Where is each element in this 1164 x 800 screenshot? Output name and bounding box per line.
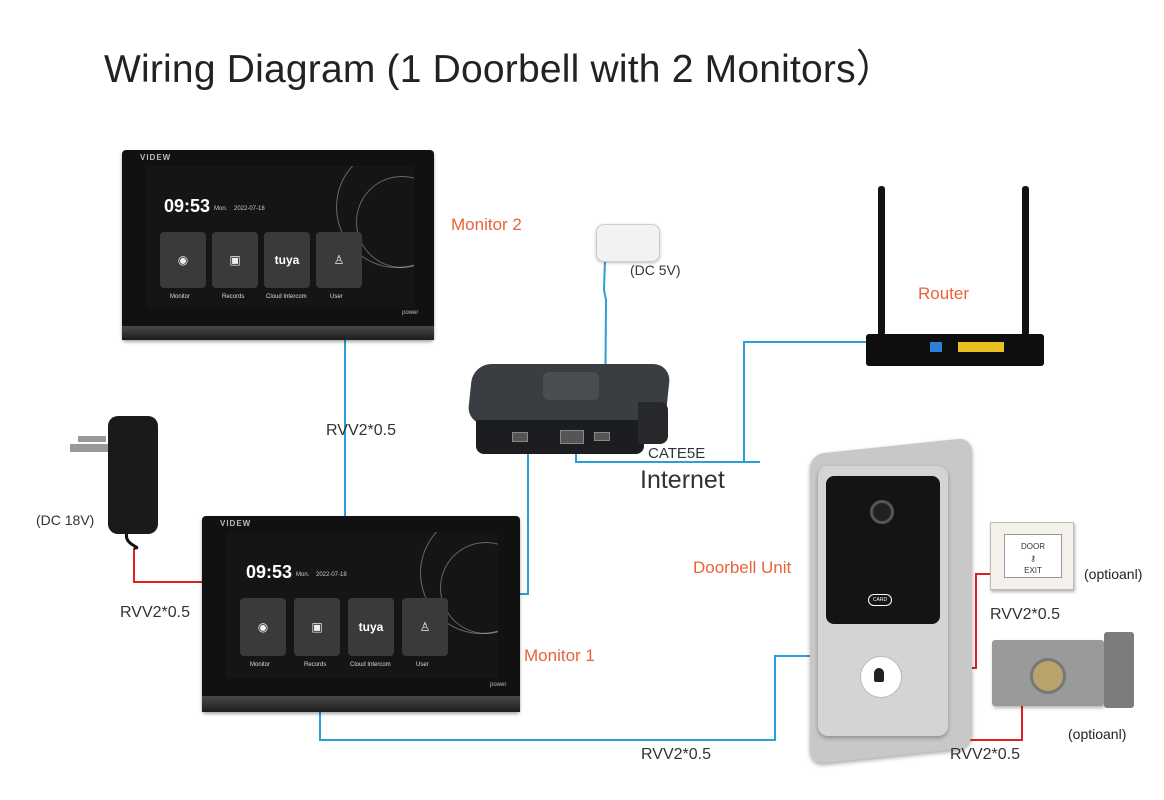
monitor-bezel	[122, 326, 434, 340]
dc18v-adapter	[108, 416, 158, 534]
tile-label: Cloud Intercom	[350, 662, 391, 668]
hub-side	[638, 402, 668, 444]
tile-cloud-intercom[interactable]: tuya	[264, 232, 310, 288]
hub-power-port	[594, 432, 610, 441]
wire-m1-hub	[520, 448, 529, 595]
tile-records[interactable]: ▣	[294, 598, 340, 656]
tile-user[interactable]: ♙	[316, 232, 362, 288]
tile-label: Monitor	[250, 662, 271, 668]
monitor-time: 09:53	[246, 562, 293, 582]
monitor-2: VIDEW 09:53 Mon. 2022-07-18 ◉ ▣ tuya ♙ M…	[122, 150, 434, 340]
monitor-bezel	[202, 696, 520, 712]
lock-cylinder-icon	[1030, 658, 1066, 694]
exit-text-door: DOOR	[1021, 542, 1045, 551]
monitor-brand: VIDEW	[140, 153, 172, 162]
label-dc18v: (DC 18V)	[36, 512, 95, 528]
user-icon: ♙	[333, 253, 345, 267]
wire-m1-doorbell	[319, 655, 818, 741]
card-reader: CARD	[868, 594, 892, 606]
monitor-date: 2022-07-18	[234, 206, 265, 212]
records-icon: ▣	[229, 253, 241, 267]
monitor-date: 2022-07-18	[316, 572, 347, 578]
label-cable-m1-doorbell: RVV2*0.5	[641, 746, 711, 763]
tile-label: Records	[222, 294, 245, 300]
monitor-day: Mon.	[296, 572, 310, 578]
lock-bolt	[1104, 632, 1134, 708]
tile-label: Records	[304, 662, 327, 668]
user-icon: ♙	[419, 620, 431, 634]
hub-top-button	[543, 372, 599, 400]
camera-icon: ◉	[257, 620, 269, 634]
records-icon: ▣	[311, 620, 323, 634]
monitor-screen: 09:53 Mon. 2022-07-18 ◉ ▣ tuya ♙ Monitor…	[226, 532, 498, 678]
label-monitor-2: Monitor 2	[451, 215, 522, 234]
bell-icon	[874, 668, 884, 682]
hub-ethernet-port	[560, 430, 584, 444]
tile-label: Monitor	[170, 294, 191, 300]
power-label: power	[490, 682, 507, 688]
tile-label: User	[330, 294, 343, 300]
tile-label: Cloud Intercom	[266, 294, 307, 300]
tile-monitor[interactable]: ◉	[160, 232, 206, 288]
label-cable-power: RVV2*0.5	[120, 604, 190, 621]
label-cable-exit: RVV2*0.5	[990, 606, 1060, 623]
tile-user[interactable]: ♙	[402, 598, 448, 656]
wire-18v-m1	[133, 548, 204, 583]
tuya-logo: tuya	[274, 253, 300, 267]
label-cable-lock: RVV2*0.5	[950, 746, 1020, 763]
tile-label: User	[416, 662, 429, 668]
monitor-1: VIDEW 09:53 Mon. 2022-07-18 ◉ ▣ tuya ♙ M…	[202, 516, 520, 712]
exit-text-exit: EXIT	[1024, 566, 1042, 575]
monitor-brand: VIDEW	[220, 519, 252, 528]
camera-lens-icon	[870, 500, 894, 524]
monitor-time: 09:53	[164, 196, 211, 216]
tile-monitor[interactable]: ◉	[240, 598, 286, 656]
label-dc5v: (DC 5V)	[630, 262, 681, 278]
label-cable-m2-m1: RVV2*0.5	[326, 422, 396, 439]
monitor-screen: 09:53 Mon. 2022-07-18 ◉ ▣ tuya ♙ Monitor…	[146, 166, 414, 308]
monitor-day: Mon.	[214, 206, 228, 212]
camera-icon: ◉	[177, 253, 189, 267]
router-antenna	[1022, 186, 1029, 336]
label-optional-exit: (optioanl)	[1084, 566, 1143, 582]
diagram-title: Wiring Diagram (1 Doorbell with 2 Monito…	[104, 48, 895, 91]
label-internet: Internet	[640, 466, 725, 494]
tile-cloud-intercom[interactable]: tuya	[348, 598, 394, 656]
label-doorbell-unit: Doorbell Unit	[693, 558, 792, 577]
tuya-logo: tuya	[358, 620, 384, 634]
label-cate5e: CATE5E	[648, 445, 706, 462]
label-optional-lock: (optioanl)	[1068, 726, 1127, 742]
exit-button-face: DOOR ⚷ EXIT	[1004, 534, 1062, 578]
label-router: Router	[918, 284, 970, 303]
tile-records[interactable]: ▣	[212, 232, 258, 288]
router	[866, 334, 1044, 366]
router-antenna	[878, 186, 885, 336]
hub-port	[512, 432, 528, 442]
label-monitor-1: Monitor 1	[524, 646, 595, 665]
dc5v-adapter	[596, 224, 660, 262]
key-icon: ⚷	[1030, 554, 1036, 563]
power-label: power	[402, 310, 419, 316]
